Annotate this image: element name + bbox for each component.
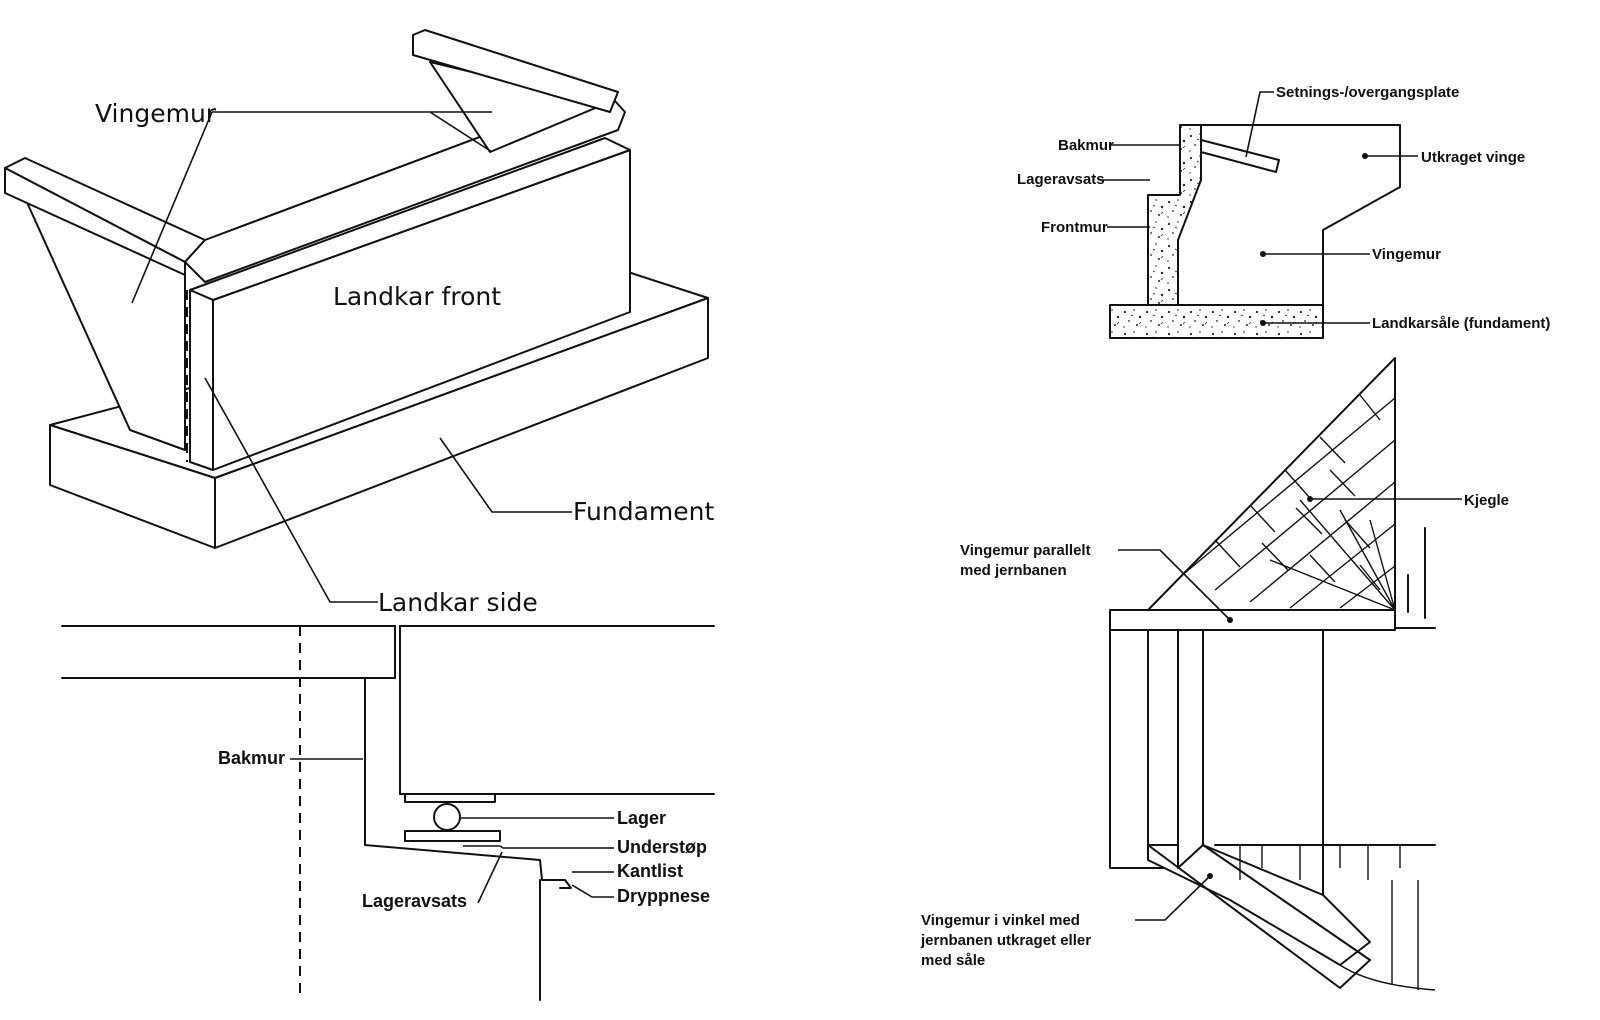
label-bakmur-section: Bakmur [1058, 137, 1114, 154]
label-lager: Lager [617, 808, 666, 828]
roller-bearing [433, 803, 461, 831]
parallel-wing-wall [1109, 609, 1396, 631]
bottom-plate [404, 830, 501, 842]
label-parallel-1: Vingemur parallelt [960, 542, 1091, 559]
footing-section [1109, 304, 1324, 339]
label-dryppnese: Dryppnese [617, 886, 710, 906]
label-landkar-side: Landkar side [378, 588, 538, 617]
label-fundament: Fundament [573, 497, 714, 526]
label-angle-1: Vingemur i vinkel med [921, 912, 1080, 929]
top-plate [404, 793, 496, 803]
section-view: Setnings-/overgangsplate Bakmur Lageravs… [1017, 84, 1550, 339]
leader-fundament [439, 437, 572, 513]
isometric-view: Vingemur Landkar front Fundament Landkar… [4, 29, 714, 617]
label-bakmur-detail: Bakmur [218, 748, 285, 768]
ground-hatching [1214, 844, 1436, 991]
label-angle-2: jernbanen utkraget eller [920, 932, 1091, 949]
cone-hatching [1179, 394, 1396, 611]
label-kjegle: Kjegle [1464, 492, 1509, 509]
bearing-detail: Bakmur Lager Understøp Kantlist Dryppnes… [61, 625, 715, 1001]
label-landkarsale: Landkarsåle (fundament) [1372, 315, 1550, 332]
leader-vingemur-left [131, 111, 213, 304]
right-wing-cap [412, 29, 619, 113]
leader-vingemur-right [212, 111, 493, 153]
label-lageravsats-section: Lageravsats [1017, 171, 1105, 188]
label-utkraget-vinge: Utkraget vinge [1421, 149, 1525, 166]
wall-section [1147, 124, 1202, 306]
label-parallel-2: med jernbanen [960, 562, 1067, 579]
plan-view: Kjegle Vingemur parallelt med jernbanen … [920, 357, 1509, 991]
label-kantlist: Kantlist [617, 861, 683, 881]
label-frontmur: Frontmur [1041, 219, 1108, 236]
label-vingemur: Vingemur [95, 99, 217, 128]
leader-landkar-side [204, 377, 378, 603]
angled-wing-wall [1147, 844, 1371, 966]
front-wall-left-edge [189, 289, 214, 471]
label-understop: Understøp [617, 837, 707, 857]
label-lageravsats-detail: Lageravsats [362, 891, 467, 911]
transition-slab [1200, 139, 1280, 173]
label-setnings: Setnings-/overgangsplate [1276, 84, 1459, 101]
label-vingemur-section: Vingemur [1372, 246, 1441, 263]
label-landkar-front: Landkar front [333, 282, 501, 311]
label-angle-3: med såle [921, 952, 985, 969]
left-wing-cap-front [4, 167, 186, 276]
foundation-slab-side [214, 297, 709, 549]
